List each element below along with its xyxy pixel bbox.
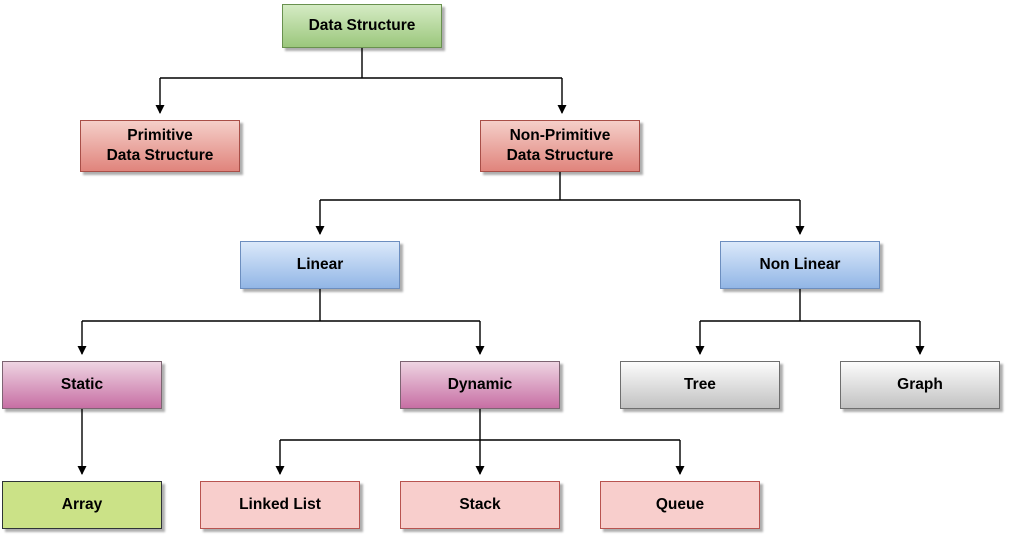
connector-dynamic-children xyxy=(275,409,685,475)
node-label: Non Linear xyxy=(759,255,841,273)
node-dynamic: Dynamic xyxy=(400,361,560,409)
node-label: Data Structure xyxy=(506,147,614,164)
node-label: Tree xyxy=(684,375,716,393)
connector-nonlinear-children xyxy=(695,289,925,355)
node-non-linear: Non Linear xyxy=(720,241,880,289)
node-label: Data Structure xyxy=(106,147,214,164)
node-label: Graph xyxy=(897,375,943,393)
node-label: Linked List xyxy=(239,495,321,513)
node-label: Queue xyxy=(655,495,705,513)
connector-root-children xyxy=(155,48,567,114)
node-data-structure: Data Structure xyxy=(282,4,442,48)
node-stack: Stack xyxy=(400,481,560,529)
node-queue: Queue xyxy=(600,481,760,529)
node-label: Stack xyxy=(459,495,501,513)
node-graph: Graph xyxy=(840,361,1000,409)
node-label: Static xyxy=(60,375,104,393)
node-linear: Linear xyxy=(240,241,400,289)
connector-linear-children xyxy=(77,289,485,355)
node-array: Array xyxy=(2,481,162,529)
node-linked-list: Linked List xyxy=(200,481,360,529)
connector-nonprimitive-children xyxy=(315,172,805,235)
node-non-primitive-data-structure: Non-Primitive Data Structure xyxy=(480,120,640,172)
node-static: Static xyxy=(2,361,162,409)
node-label: Array xyxy=(61,495,103,513)
node-primitive-data-structure: Primitive Data Structure xyxy=(80,120,240,172)
node-label: Non-Primitive xyxy=(509,126,611,144)
node-label: Linear xyxy=(296,255,344,273)
node-tree: Tree xyxy=(620,361,780,409)
node-label: Primitive xyxy=(127,126,193,144)
node-label: Dynamic xyxy=(447,375,513,393)
node-label: Data Structure xyxy=(308,16,416,34)
